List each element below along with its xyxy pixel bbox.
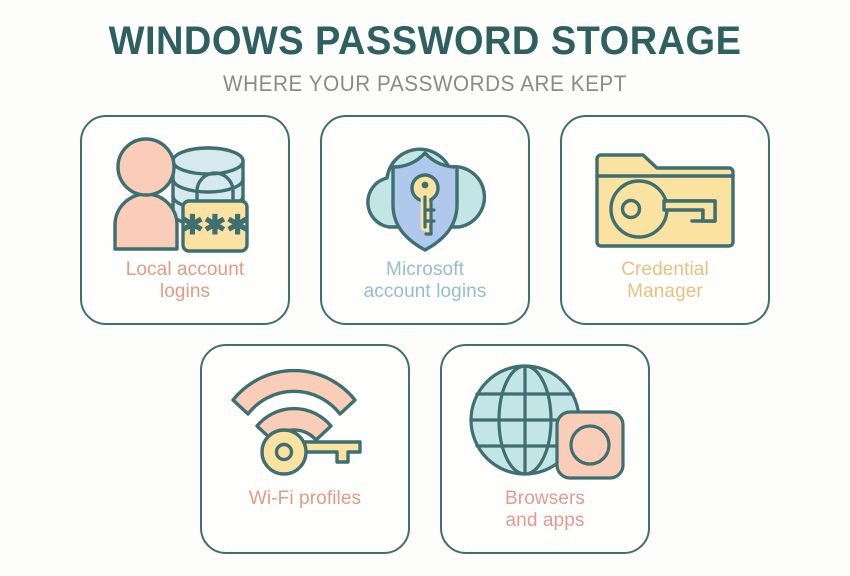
- card-label-line2: account logins: [363, 281, 487, 303]
- app-window-icon: [555, 410, 625, 480]
- local-account-artwork: ✱✱✱: [100, 130, 270, 255]
- page-subtitle: WHERE YOUR PASSWORDS ARE KEPT: [223, 71, 627, 96]
- wifi-profiles-artwork: [220, 359, 390, 484]
- card-microsoft-account-logins[interactable]: Microsoft account logins: [320, 115, 530, 326]
- credential-manager-artwork: [580, 130, 750, 255]
- wifi-profiles-icon-group: [231, 368, 362, 476]
- card-label-line2: logins: [159, 281, 211, 303]
- microsoft-account-icon-group: [366, 147, 487, 252]
- card-label-line2: and apps: [505, 510, 585, 532]
- card-label-line1: Browsers: [505, 488, 585, 510]
- card-wifi-profiles[interactable]: Wi-Fi profiles: [200, 344, 410, 555]
- infographic-header: WINDOWS PASSWORD STORAGE WHERE YOUR PASS…: [0, 0, 850, 96]
- card-label-wifi-profiles: Wi-Fi profiles: [207, 488, 403, 510]
- browsers-and-apps-icon-group: [469, 364, 625, 480]
- card-credential-manager[interactable]: Credential Manager: [560, 115, 770, 326]
- card-label-line1: Wi-Fi profiles: [248, 488, 362, 510]
- card-label-credential-manager: Credential Manager: [567, 259, 763, 303]
- card-label-microsoft-account-logins: Microsoft account logins: [327, 259, 523, 303]
- padlock-asterisks: ✱✱✱: [181, 210, 249, 240]
- card-label-local-account-logins: Local account logins: [87, 259, 283, 303]
- card-grid: ✱✱✱ Local account logins: [0, 115, 850, 555]
- page-title: WINDOWS PASSWORD STORAGE: [108, 19, 742, 63]
- card-label-line1: Microsoft: [386, 259, 464, 281]
- card-row-top: ✱✱✱ Local account logins: [0, 115, 850, 326]
- key-icon: [260, 427, 362, 476]
- wifi-icon: [231, 368, 357, 442]
- credential-manager-icon-group: [595, 152, 735, 248]
- key-icon: [609, 178, 717, 239]
- microsoft-account-artwork: [340, 130, 510, 255]
- local-account-icon-group: ✱✱✱: [113, 136, 249, 253]
- card-row-bottom: Wi-Fi profiles: [0, 344, 850, 555]
- key-icon: [410, 172, 440, 236]
- card-browsers-and-apps[interactable]: Browsers and apps: [440, 344, 650, 555]
- card-label-browsers-and-apps: Browsers and apps: [447, 488, 643, 532]
- card-label-line1: Credential: [621, 259, 709, 281]
- card-label-line1: Local account: [125, 259, 245, 281]
- card-label-line2: Manager: [627, 281, 703, 303]
- card-local-account-logins[interactable]: ✱✱✱ Local account logins: [80, 115, 290, 326]
- user-icon: [113, 136, 179, 251]
- padlock-icon: [181, 170, 249, 253]
- browsers-and-apps-artwork: [460, 359, 630, 484]
